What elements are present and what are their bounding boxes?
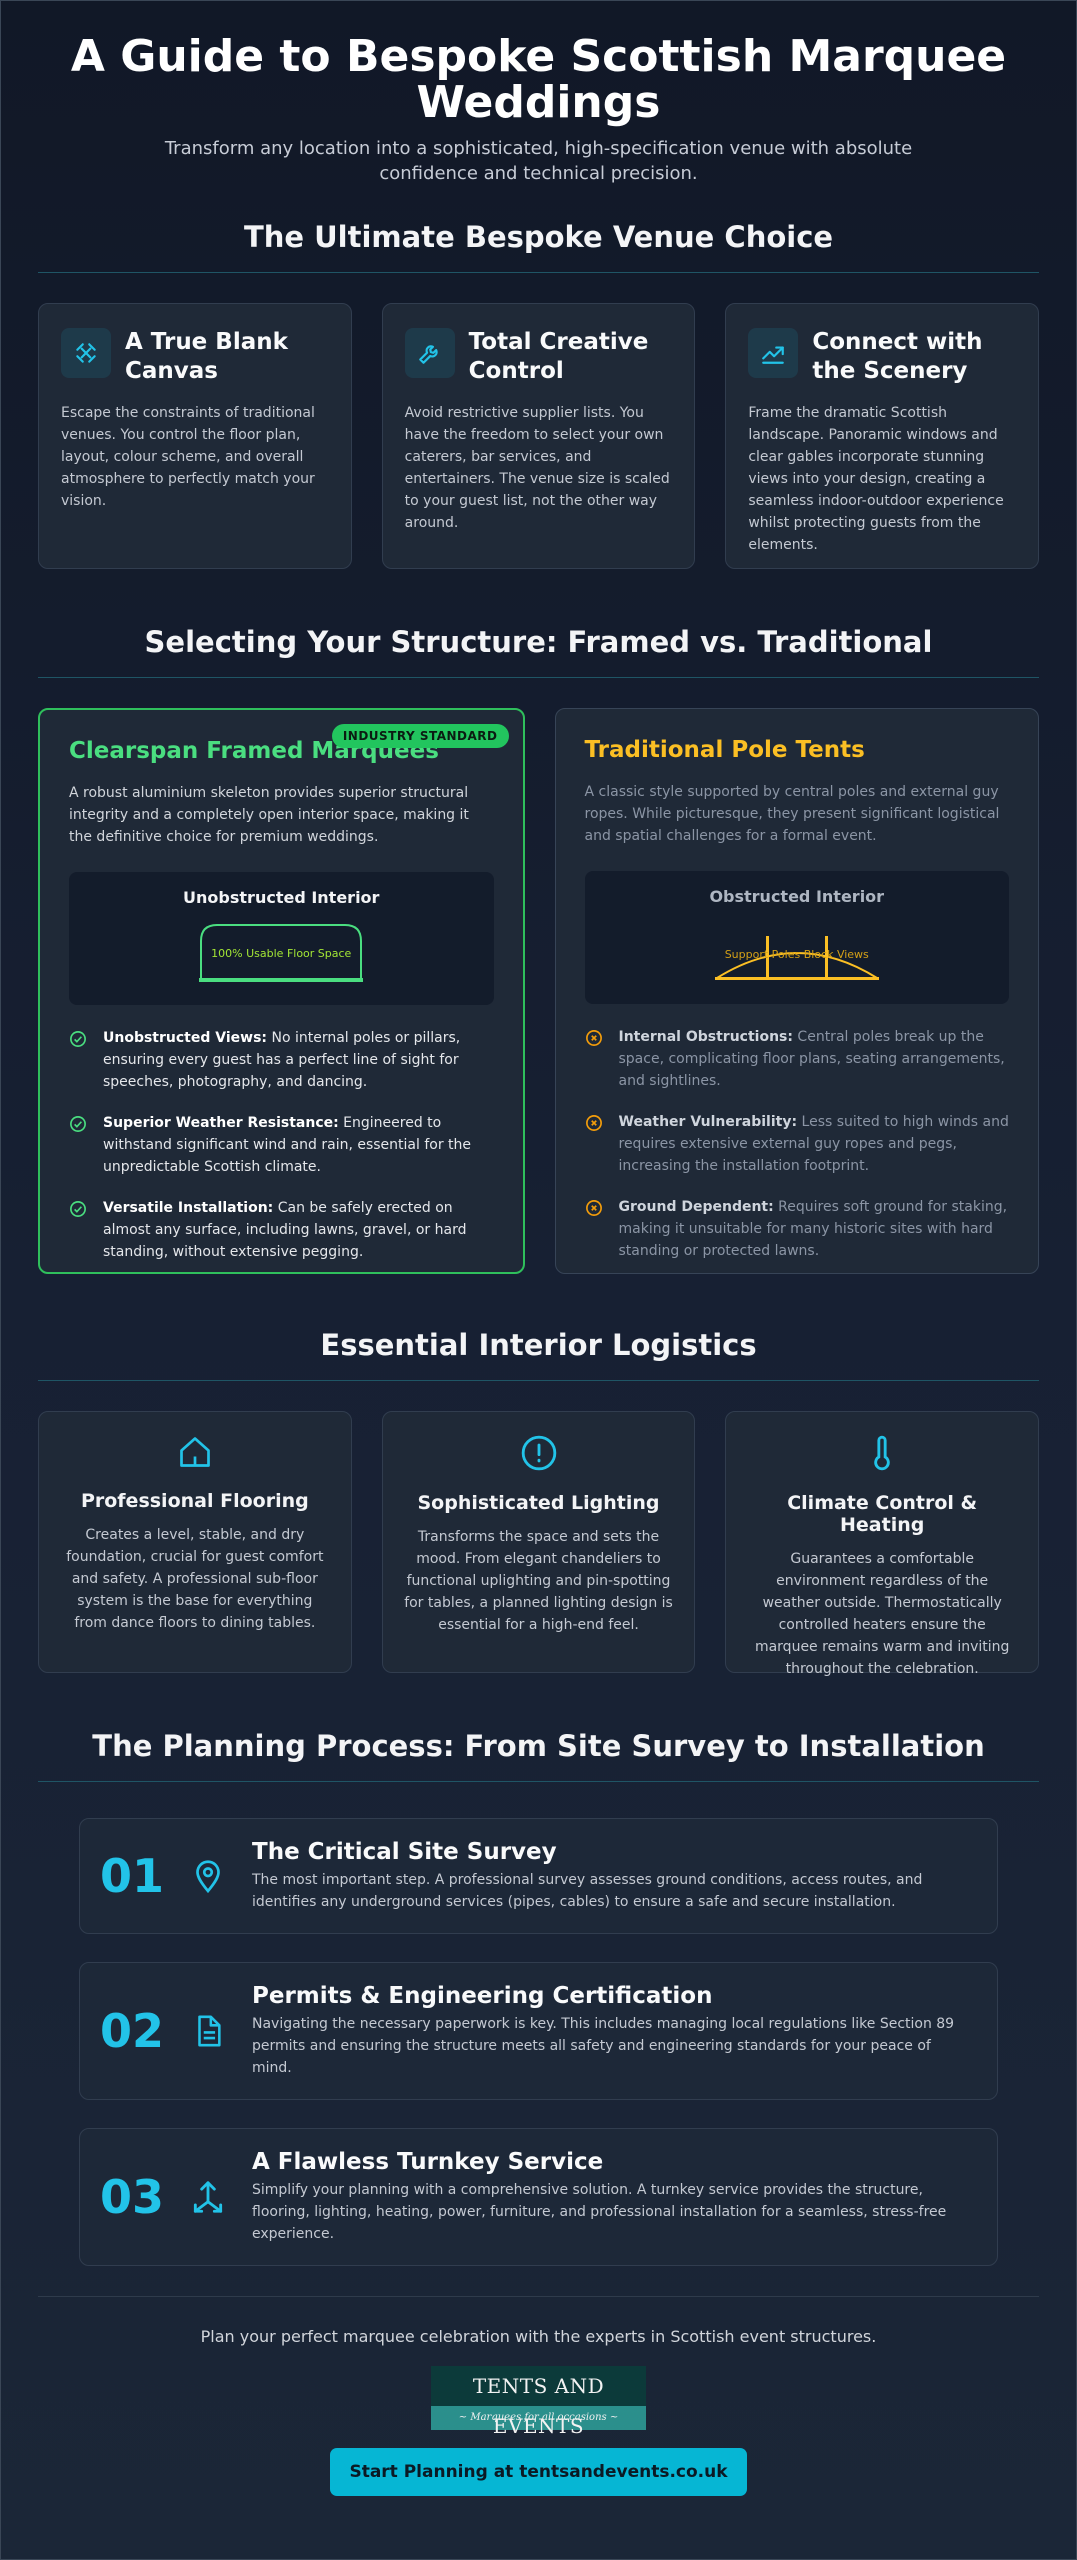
process-step: 02 Permits & Engineering Certification N…: [79, 1962, 998, 2100]
map-pin-icon: [178, 1856, 238, 1896]
step-title: Permits & Engineering Certification: [252, 1983, 713, 2009]
feature-text: Escape the constraints of traditional ve…: [61, 405, 315, 509]
page-header: A Guide to Bespoke Scottish Marquee Wedd…: [0, 0, 1077, 186]
document-icon: [178, 2011, 238, 2051]
unobstructed-diagram: Unobstructed Interior 100% Usable Floor …: [69, 872, 494, 1005]
feature-text: Avoid restrictive supplier lists. You ha…: [404, 405, 670, 531]
pole-tent-point: Weather Vulnerability: Less suited to hi…: [585, 1111, 1010, 1177]
page-title: A Guide to Bespoke Scottish Marquee Wedd…: [70, 31, 1007, 128]
step-text: Navigating the necessary paperwork is ke…: [252, 2016, 955, 2076]
feature-card-scenery: Connect with the Scenery Frame the drama…: [725, 303, 1040, 569]
pole-tent-title: Traditional Pole Tents: [584, 737, 865, 763]
framed-tent-graphic: [199, 924, 364, 982]
footer-text: Plan your perfect marquee celebration wi…: [200, 2327, 877, 2346]
check-circle-icon: [69, 1197, 89, 1263]
structure-section: Selecting Your Structure: Framed vs. Tra…: [0, 625, 1077, 1274]
logistics-card-heating: Climate Control & Heating Guarantees a c…: [725, 1411, 1040, 1677]
feature-title: Total Creative Control: [468, 329, 649, 384]
x-circle-icon: [585, 1111, 605, 1177]
x-circle-icon: [585, 1026, 605, 1092]
logo-name: TENTS AND EVENTS: [431, 2366, 646, 2438]
logistics-text: Transforms the space and sets the mood. …: [404, 1529, 673, 1633]
logo-tagline: ~ Marquees for all occasions ~: [431, 2406, 646, 2430]
logistics-section-title: Essential Interior Logistics: [320, 1328, 757, 1362]
framed-desc: A robust aluminium skeleton provides sup…: [69, 785, 469, 845]
section-divider: [38, 1380, 1039, 1381]
section-divider: [38, 677, 1039, 678]
logistics-title: Professional Flooring: [80, 1490, 309, 1512]
pole-tent-card: Traditional Pole Tents A classic style s…: [554, 708, 1039, 1274]
process-section-title: The Planning Process: From Site Survey t…: [92, 1729, 985, 1763]
logistics-title: Sophisticated Lighting: [417, 1492, 660, 1514]
check-circle-icon: [69, 1112, 89, 1178]
feature-title: Connect with the Scenery: [812, 329, 983, 384]
step-number: 02: [100, 2004, 165, 2058]
framed-point: Unobstructed Views: No internal poles or…: [69, 1027, 494, 1093]
start-planning-button[interactable]: Start Planning at tentsandevents.co.uk: [330, 2448, 747, 2496]
step-text: The most important step. A professional …: [252, 1872, 923, 1910]
framed-point: Superior Weather Resistance: Engineered …: [69, 1112, 494, 1178]
obstructed-diagram: Obstructed Interior Support Poles Block …: [584, 871, 1009, 1004]
page-subtitle: Transform any location into a sophistica…: [164, 138, 913, 184]
feature-card-creative-control: Total Creative Control Avoid restrictive…: [381, 303, 696, 569]
diagram-label: Support Poles Block Views: [724, 948, 869, 961]
x-circle-icon: [585, 1196, 605, 1262]
step-number: 01: [100, 1849, 165, 1903]
page-footer: Plan your perfect marquee celebration wi…: [0, 2296, 1077, 2496]
feature-card-blank-canvas: A True Blank Canvas Escape the constrain…: [38, 303, 352, 569]
section-divider: [38, 1781, 1039, 1782]
industry-standard-badge: INDUSTRY STANDARD: [331, 724, 509, 748]
tents-and-events-logo[interactable]: TENTS AND EVENTS ~ Marquees for all occa…: [431, 2366, 646, 2438]
house-icon: [177, 1437, 213, 1474]
alert-circle-icon: [520, 1435, 558, 1476]
section-divider: [38, 272, 1039, 273]
logistics-title: Climate Control & Heating: [787, 1492, 978, 1536]
process-step: 01 The Critical Site Survey The most imp…: [79, 1818, 998, 1934]
logistics-card-flooring: Professional Flooring Creates a level, s…: [38, 1411, 352, 1673]
step-title: A Flawless Turnkey Service: [252, 2149, 604, 2175]
process-section: The Planning Process: From Site Survey t…: [0, 1729, 1077, 2266]
thermometer-icon: [863, 1435, 901, 1476]
step-text: Simplify your planning with a comprehens…: [252, 2182, 947, 2242]
merge-arrows-icon: [178, 2177, 238, 2217]
framed-point: Versatile Installation: Can be safely er…: [69, 1197, 494, 1263]
logistics-text: Creates a level, stable, and dry foundat…: [66, 1527, 324, 1631]
pole-tent-point: Internal Obstructions: Central poles bre…: [585, 1026, 1010, 1092]
pole-tent-desc: A classic style supported by central pol…: [584, 784, 1000, 844]
process-step: 03 A Flawless Turnkey Service Simplify y…: [79, 2128, 998, 2266]
step-title: The Critical Site Survey: [252, 1839, 557, 1865]
scenery-icon: [748, 328, 799, 378]
pole-tent-point: Ground Dependent: Requires soft ground f…: [585, 1196, 1010, 1262]
feature-text: Frame the dramatic Scottish landscape. P…: [748, 405, 1004, 553]
diagram-title: Unobstructed Interior: [183, 888, 380, 907]
diagram-label: 100% Usable Floor Space: [211, 947, 352, 960]
wrench-icon: [404, 328, 455, 378]
framed-marquee-card: INDUSTRY STANDARD Clearspan Framed Marqu…: [38, 708, 525, 1274]
footer-divider: [38, 2296, 1039, 2297]
venue-section-title: The Ultimate Bespoke Venue Choice: [243, 220, 834, 254]
pole-tent-graphic: [714, 936, 879, 980]
logistics-card-lighting: Sophisticated Lighting Transforms the sp…: [381, 1411, 696, 1673]
logistics-text: Guarantees a comfortable environment reg…: [754, 1551, 1010, 1677]
venue-section: The Ultimate Bespoke Venue Choice A True…: [0, 220, 1077, 569]
structure-section-title: Selecting Your Structure: Framed vs. Tra…: [144, 625, 933, 659]
step-number: 03: [100, 2170, 165, 2224]
logistics-section: Essential Interior Logistics Professiona…: [0, 1328, 1077, 1677]
diagram-title: Obstructed Interior: [709, 887, 885, 906]
check-circle-icon: [69, 1027, 89, 1093]
feature-title: A True Blank Canvas: [125, 329, 288, 384]
blank-canvas-icon: [61, 328, 111, 378]
